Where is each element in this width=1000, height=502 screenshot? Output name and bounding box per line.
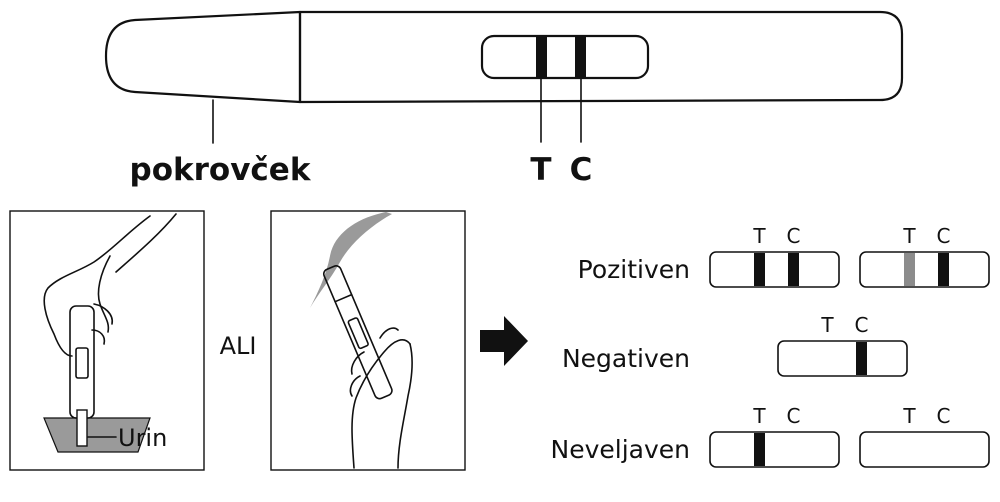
strip-c-line	[788, 253, 799, 286]
t-label: T	[530, 152, 551, 188]
strip-t-line	[754, 253, 765, 286]
dip-device	[69, 305, 95, 419]
strip-frame	[709, 251, 840, 288]
strip-t-label: T	[902, 224, 916, 248]
cup-icon	[43, 417, 151, 453]
strip-frame	[859, 431, 990, 468]
strip-t-line	[754, 433, 765, 466]
strip-t-label: T	[752, 404, 766, 428]
strip-c-label: C	[787, 224, 801, 248]
test-device: pokrovček T C	[104, 10, 904, 188]
strip-c-label: C	[937, 404, 951, 428]
strip-frame	[777, 340, 908, 377]
strip-t-line-faint	[904, 253, 915, 286]
strip-c-label: C	[855, 313, 869, 337]
device-body	[298, 10, 904, 104]
device-cap	[104, 10, 302, 104]
strip-t-label: T	[752, 224, 766, 248]
strip-c-label: C	[787, 404, 801, 428]
method-dip-panel: Urin	[9, 210, 205, 471]
strip-t-label: T	[902, 404, 916, 428]
hand-icon	[43, 213, 177, 357]
strip-frame	[859, 251, 990, 288]
strip-frame	[709, 431, 840, 468]
result-label: Neveljaven	[551, 435, 691, 464]
result-label: Pozitiven	[578, 255, 690, 284]
strip-t-label: T	[820, 313, 834, 337]
dip-device-tip	[76, 409, 88, 447]
window-c-line	[575, 37, 586, 77]
method-dip-frame	[9, 210, 205, 471]
result-label: Negativen	[562, 344, 690, 373]
strip-c-label: C	[937, 224, 951, 248]
result-window	[480, 34, 650, 80]
window-t-line	[536, 37, 547, 77]
stream-device	[322, 265, 393, 400]
right-arrow-icon	[480, 316, 528, 366]
method-stream-panel	[270, 210, 466, 471]
strip-c-line	[938, 253, 949, 286]
strip-c-line	[856, 342, 867, 375]
c-label: C	[570, 152, 593, 188]
method-stream-frame	[270, 210, 466, 471]
or-label: ALI	[220, 332, 257, 360]
cap-label: pokrovček	[130, 152, 312, 188]
hand-icon	[349, 327, 413, 469]
urine-stream-icon	[310, 212, 392, 308]
urine-label: Urin	[118, 424, 167, 452]
dip-device-window	[75, 347, 89, 379]
